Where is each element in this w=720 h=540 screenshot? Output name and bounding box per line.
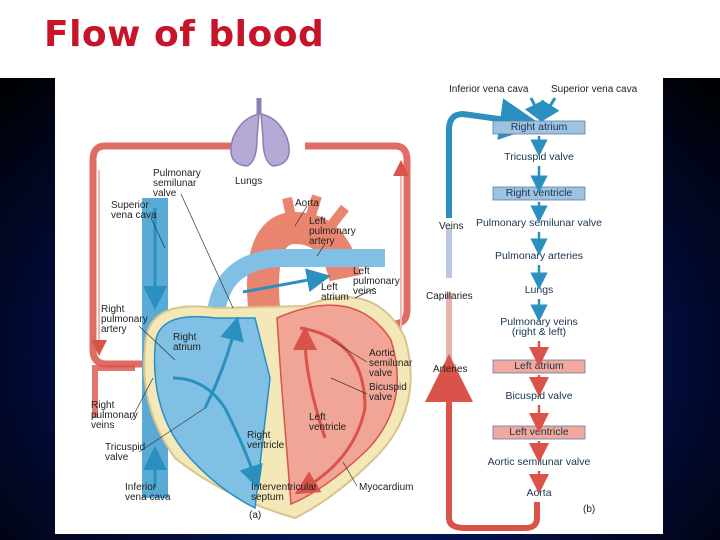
svg-text:semilunar: semilunar (369, 358, 413, 369)
label-left-ventricle: Left ventricle (309, 412, 347, 433)
svg-text:pulmonary: pulmonary (101, 314, 148, 325)
flow-step-label: Right atrium (511, 121, 568, 133)
svg-text:Left: Left (309, 412, 326, 423)
slide-title: Flow of blood (44, 14, 325, 55)
label-right-pulm-artery: Right pulmonary artery (101, 304, 148, 335)
svg-text:valve: valve (369, 368, 393, 379)
flow-step-label: Pulmonary semilunar valve (476, 217, 602, 229)
svg-text:atrium: atrium (173, 342, 201, 353)
svg-text:vena cava: vena cava (125, 492, 171, 503)
svg-text:veins: veins (91, 420, 114, 431)
label-right-atrium: Right atrium (173, 332, 201, 353)
flow-arteries-loop (446, 374, 540, 531)
svg-text:Left: Left (309, 216, 326, 227)
svg-text:Bicuspid: Bicuspid (369, 382, 407, 393)
label-bicuspid: Bicuspid valve (369, 382, 407, 403)
flow-step-label: Left ventricle (509, 426, 569, 438)
flow-step-label: Left atrium (514, 360, 564, 372)
svg-text:pulmonary: pulmonary (353, 276, 400, 287)
svg-text:Tricuspid: Tricuspid (105, 442, 145, 453)
svg-text:vena cava: vena cava (111, 210, 157, 221)
left-heart (276, 304, 398, 506)
svg-text:Left: Left (353, 266, 370, 277)
svg-text:Superior: Superior (111, 200, 149, 211)
label-left-pulm-artery: Left pulmonary artery (309, 216, 356, 247)
flow-step-box (492, 120, 586, 135)
svg-text:Right: Right (173, 332, 197, 343)
label-left-atrium: Left atrium (321, 282, 349, 303)
flow-step-label: (right & left) (512, 326, 566, 338)
panel-b-label: (b) (583, 504, 595, 515)
flow-step-label: Lungs (525, 284, 554, 296)
svg-text:artery: artery (309, 236, 335, 247)
label-aortic-semilunar: Aortic semilunar valve (369, 348, 413, 379)
slide-header-background (0, 0, 720, 78)
flow-top-inferior: Inferior vena cava (449, 84, 529, 95)
svg-text:ventricle: ventricle (309, 422, 347, 433)
side-label-arteries: Arteries (433, 364, 467, 375)
svg-text:ventricle: ventricle (247, 440, 285, 451)
flow-step-label: Aortic semilunar valve (488, 456, 591, 468)
svg-text:valve: valve (105, 452, 129, 463)
flow-chart: Inferior vena cava Superior vena cava Ve… (425, 84, 638, 531)
flow-step-label: Right ventricle (506, 187, 573, 199)
label-right-pulm-veins: Right pulmonary veins (91, 400, 138, 431)
svg-text:artery: artery (101, 324, 127, 335)
flow-veins-return (446, 98, 542, 218)
svg-text:septum: septum (251, 492, 284, 503)
label-pulm-semilunar: Pulmonary semilunar valve (153, 168, 201, 199)
svg-text:Right: Right (247, 430, 271, 441)
label-superior-vena-cava: Superior vena cava (111, 200, 157, 221)
svg-text:atrium: atrium (321, 292, 349, 303)
flow-top-superior: Superior vena cava (551, 84, 638, 95)
label-interventricular-septum: Interventricular septum (251, 482, 318, 503)
right-heart (153, 315, 271, 510)
label-inferior-vena-cava: Inferior vena cava (125, 482, 171, 503)
svg-text:Interventricular: Interventricular (251, 482, 318, 493)
svg-text:pulmonary: pulmonary (91, 410, 138, 421)
flow-step-label: Pulmonary veins (500, 316, 578, 328)
label-lungs: Lungs (235, 176, 262, 187)
svg-text:Right: Right (91, 400, 115, 411)
flow-step-label: Tricuspid valve (504, 151, 574, 163)
svg-text:Inferior: Inferior (125, 482, 157, 493)
svg-text:Left: Left (321, 282, 338, 293)
panel-a-label: (a) (249, 510, 261, 521)
svg-text:valve: valve (153, 188, 177, 199)
label-right-ventricle: Right ventricle (247, 430, 285, 451)
svg-text:veins: veins (353, 286, 376, 297)
svg-text:Right: Right (101, 304, 125, 315)
side-label-veins: Veins (439, 221, 463, 232)
flow-step-label: Bicuspid valve (505, 390, 572, 402)
label-tricuspid: Tricuspid valve (105, 442, 145, 463)
blood-flow-figure: Lungs Pulmonary semilunar valve Superior… (89, 84, 638, 531)
flow-step-label: Pulmonary arteries (495, 250, 583, 262)
flow-step-label: Aorta (526, 487, 551, 499)
svg-text:pulmonary: pulmonary (309, 226, 356, 237)
label-myocardium: Myocardium (359, 482, 413, 493)
systemic-loop-right (305, 142, 411, 328)
svg-text:Aortic: Aortic (369, 348, 395, 359)
label-left-pulm-veins: Left pulmonary veins (353, 266, 400, 297)
lungs-illustration (230, 98, 290, 167)
systemic-loop-left (89, 142, 235, 368)
svg-text:valve: valve (369, 392, 393, 403)
label-aorta: Aorta (295, 198, 319, 209)
svg-text:semilunar: semilunar (153, 178, 197, 189)
side-label-capillaries: Capillaries (426, 291, 473, 302)
heart-diagram: Lungs Pulmonary semilunar valve Superior… (89, 98, 413, 521)
svg-text:Pulmonary: Pulmonary (153, 168, 201, 179)
